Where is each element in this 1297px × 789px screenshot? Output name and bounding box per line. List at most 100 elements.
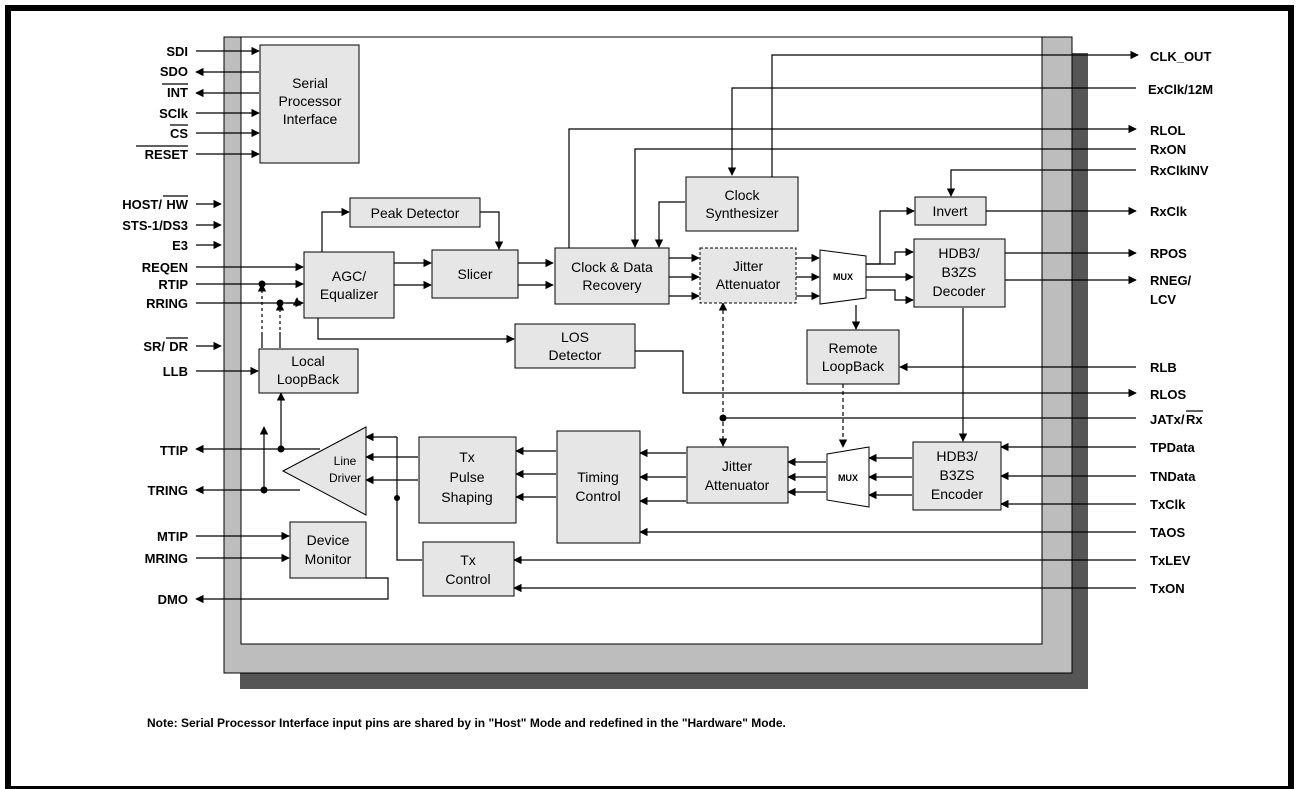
pin-taos: TAOS xyxy=(1150,525,1185,540)
block-line-driver: Line Driver xyxy=(281,426,367,516)
block-peak-detector: Peak Detector xyxy=(349,197,481,228)
synth-line2: Synthesizer xyxy=(705,205,778,221)
block-mux-rx: MUX xyxy=(819,249,867,305)
pin-rlb: RLB xyxy=(1150,360,1177,375)
llb-line2: LoopBack xyxy=(277,371,340,387)
chip-die xyxy=(240,36,1043,645)
jittx-line2: Attenuator xyxy=(705,477,770,493)
pin-txlev: TxLEV xyxy=(1150,553,1191,568)
los-line2: Detector xyxy=(549,347,602,363)
internal-wires xyxy=(257,201,968,561)
slicer-label: Slicer xyxy=(457,266,492,282)
jitrx-line1: Jitter xyxy=(733,258,764,274)
block-invert: Invert xyxy=(914,196,987,226)
pin-sclk: SClk xyxy=(159,106,189,121)
block-device-monitor: Device Monitor xyxy=(289,521,367,579)
pin-e3: E3 xyxy=(172,238,188,253)
pin-clkout: CLK_OUT xyxy=(1150,49,1211,64)
block-local-loopback: Local LoopBack xyxy=(258,348,359,394)
block-agc: AGC/ Equalizer xyxy=(303,251,395,319)
spi-line2: Processor xyxy=(278,93,341,109)
timing-line1: Timing xyxy=(577,469,619,485)
rlb-line1: Remote xyxy=(828,340,877,356)
rlb-line2: LoopBack xyxy=(822,358,885,374)
pin-tpdata: TPData xyxy=(1150,440,1196,455)
pin-jatx-rx: Rx xyxy=(1186,412,1203,427)
devmon-line2: Monitor xyxy=(305,551,352,567)
dec-line3: Decoder xyxy=(933,283,986,299)
pin-txon: TxON xyxy=(1150,581,1185,596)
drv-line1: Line xyxy=(334,454,357,468)
cdr-line1: Clock & Data xyxy=(571,259,653,275)
block-cdr: Clock & Data Recovery xyxy=(554,247,670,305)
pin-rxclkinv: RxClkINV xyxy=(1150,163,1209,178)
pin-reqen: REQEN xyxy=(142,260,188,275)
muxtx-label: MUX xyxy=(838,473,858,483)
pin-txclk: TxClk xyxy=(1150,497,1186,512)
right-pins: CLK_OUT ExClk/12M RLOL RxON RxClkINV RxC… xyxy=(513,49,1213,596)
pin-llb: LLB xyxy=(163,364,188,379)
enc-line3: Encoder xyxy=(931,486,983,502)
pin-tndata: TNData xyxy=(1150,469,1196,484)
dec-line2: B3ZS xyxy=(941,264,976,280)
pin-lcv: LCV xyxy=(1150,292,1176,307)
block-remote-loopback: Remote LoopBack xyxy=(806,329,900,385)
pin-rlol: RLOL xyxy=(1150,123,1185,138)
enc-line2: B3ZS xyxy=(939,467,974,483)
pin-rxclk: RxClk xyxy=(1150,204,1188,219)
pin-hw: HW xyxy=(166,197,188,212)
block-mux-tx: MUX xyxy=(826,446,870,508)
pin-mring: MRING xyxy=(145,551,188,566)
pin-rneg: RNEG/ xyxy=(1150,273,1192,288)
dec-line1: HDB3/ xyxy=(938,245,979,261)
block-slicer: Slicer xyxy=(431,249,519,299)
timing-line2: Control xyxy=(575,488,620,504)
pin-sts1: STS-1/DS3 xyxy=(122,218,188,233)
spi-line1: Serial xyxy=(292,75,328,91)
block-jitter-tx: Jitter Attenuator xyxy=(686,446,789,504)
cdr-line2: Recovery xyxy=(582,277,641,293)
jittx-line1: Jitter xyxy=(722,458,753,474)
pin-rtip: RTIP xyxy=(158,277,188,292)
pin-jatx: JATx/ xyxy=(1150,412,1185,427)
block-clock-synth: Clock Synthesizer xyxy=(685,176,799,232)
agc-line1: AGC/ xyxy=(332,268,366,284)
diagram-note: Note: Serial Processor Interface input p… xyxy=(147,716,786,730)
block-tx-control: Tx Control xyxy=(422,541,515,597)
page-border xyxy=(5,5,1294,789)
block-decoder: HDB3/ B3ZS Decoder xyxy=(913,238,1006,308)
devmon-line1: Device xyxy=(307,532,350,548)
invert-label: Invert xyxy=(932,203,967,219)
muxrx-label: MUX xyxy=(833,272,853,282)
pin-tring: TRING xyxy=(148,483,188,498)
pin-dmo: DMO xyxy=(158,592,188,607)
synth-line1: Clock xyxy=(724,187,760,203)
pin-ttip: TTIP xyxy=(160,443,188,458)
pin-mtip: MTIP xyxy=(157,529,188,544)
txctrl-line2: Control xyxy=(445,571,490,587)
peak-label: Peak Detector xyxy=(371,205,460,221)
llb-line1: Local xyxy=(291,353,324,369)
pin-sdi: SDI xyxy=(166,44,188,59)
spi-line3: Interface xyxy=(283,111,338,127)
pin-sr: SR/ xyxy=(143,339,165,354)
pin-cs: CS xyxy=(170,126,188,141)
pulse-line3: Shaping xyxy=(441,489,492,505)
enc-line1: HDB3/ xyxy=(936,448,977,464)
pin-reset: RESET xyxy=(145,147,188,162)
agc-line2: Equalizer xyxy=(320,286,379,302)
block-jitter-rx: Jitter Attenuator xyxy=(699,247,797,304)
pin-rpos: RPOS xyxy=(1150,246,1187,261)
pin-host: HOST/ xyxy=(122,197,162,212)
txctrl-line1: Tx xyxy=(460,552,476,568)
pin-dr: DR xyxy=(169,339,188,354)
block-timing-control: Timing Control xyxy=(556,430,641,544)
block-los: LOS Detector xyxy=(514,323,636,369)
los-line1: LOS xyxy=(561,329,589,345)
drv-line2: Driver xyxy=(329,471,361,485)
pin-rlos: RLOS xyxy=(1150,387,1186,402)
pin-rring: RRING xyxy=(146,296,188,311)
pin-rxon: RxON xyxy=(1150,142,1186,157)
pin-int: INT xyxy=(167,85,188,100)
left-pins: SDI SDO INT SClk CS RESET HOST/ HW STS-1… xyxy=(122,44,389,607)
